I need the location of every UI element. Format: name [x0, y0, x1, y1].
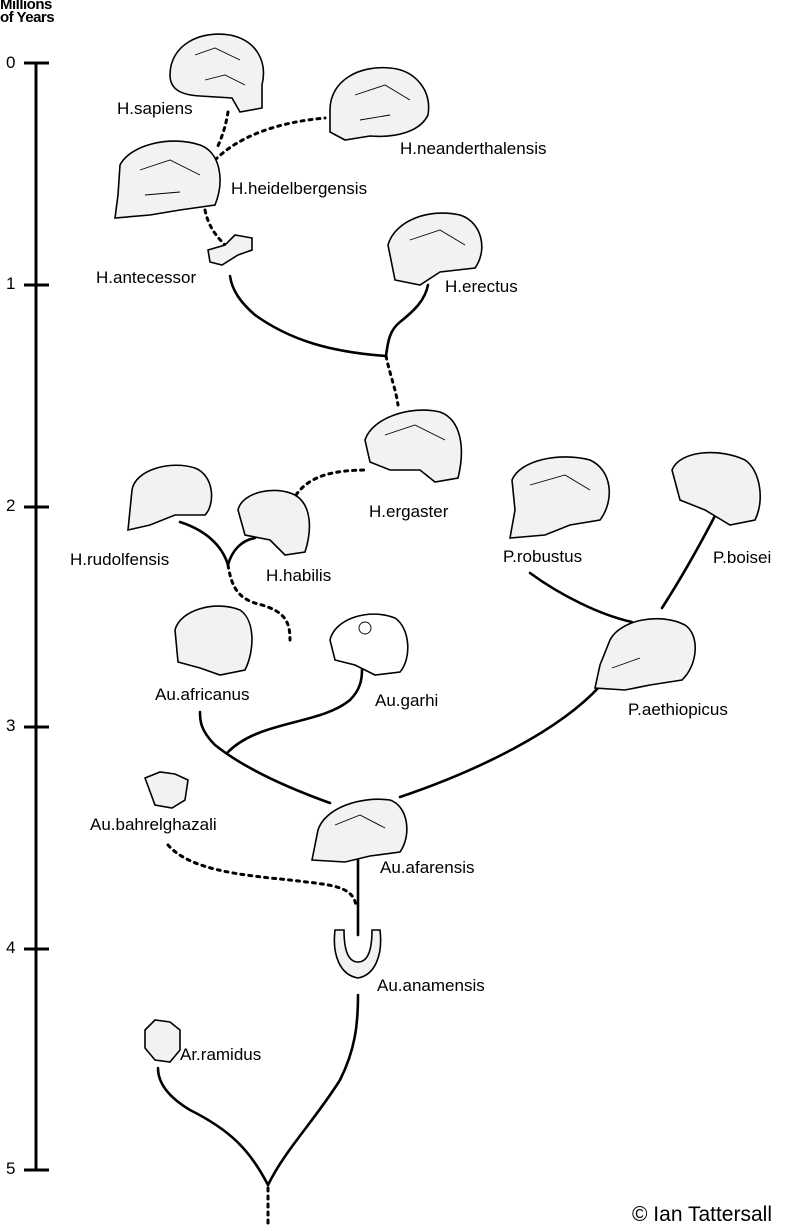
label-ar-ramidus: Ar.ramidus: [180, 1045, 262, 1064]
label-h-heidelbergensis: H.heidelbergensis: [231, 179, 368, 198]
label-p-robustus: P.robustus: [503, 547, 583, 566]
label-au-bahrelghazali: Au.bahrelghazali: [90, 815, 217, 834]
au-garhi-skull: [329, 613, 409, 676]
h-sapiens-skull: [169, 33, 265, 113]
tick-label-5: 5: [6, 1159, 16, 1178]
h-neanderthalensis-skull: [329, 66, 430, 141]
tick-label-1: 1: [6, 274, 16, 293]
label-p-aethiopicus: P.aethiopicus: [628, 700, 728, 719]
label-h-erectus: H.erectus: [445, 277, 518, 296]
h-erectus-skull: [387, 212, 483, 286]
au-bahrelghazali-fossil: [143, 771, 189, 809]
label-p-boisei: P.boisei: [713, 548, 772, 567]
label-au-africanus: Au.africanus: [155, 685, 250, 704]
label-h-antecessor: H.antecessor: [96, 268, 197, 287]
axis-title: Millions of Years: [0, 0, 55, 26]
label-au-afarensis: Au.afarensis: [380, 858, 475, 877]
p-boisei-skull: [671, 451, 761, 526]
tick-label-0: 0: [6, 53, 16, 72]
ar-ramidus-fossil: [144, 1019, 181, 1063]
h-ergaster-skull: [364, 409, 463, 483]
au-anamensis-fossil: [333, 929, 382, 979]
solid-lineages: [156, 274, 720, 1187]
dotted-lineages: [166, 110, 400, 1230]
axis-title-line1: Millions: [0, 0, 52, 13]
p-aethiopicus-skull: [594, 617, 696, 691]
tick-label-3: 3: [6, 716, 16, 735]
label-au-garhi: Au.garhi: [375, 691, 439, 710]
copyright-notice: © Ian Tattersall: [632, 1203, 772, 1226]
au-africanus-skull: [174, 605, 253, 676]
tick-label-2: 2: [6, 496, 16, 515]
label-h-neanderthalensis: H.neanderthalensis: [400, 139, 547, 158]
p-robustus-skull: [509, 456, 611, 539]
label-h-rudolfensis: H.rudolfensis: [70, 550, 170, 569]
h-habilis-skull: [237, 489, 311, 556]
label-h-habilis: H.habilis: [266, 566, 332, 585]
h-rudolfensis-skull: [127, 464, 213, 532]
label-au-anamensis: Au.anamensis: [377, 976, 485, 995]
label-h-ergaster: H.ergaster: [369, 502, 449, 521]
tick-label-4: 4: [6, 938, 16, 957]
axis-title-line2: of Years: [0, 9, 55, 26]
axis-ticks: [24, 61, 49, 1172]
h-heidelbergensis-skull: [114, 140, 221, 219]
au-afarensis-skull: [311, 798, 408, 863]
h-antecessor-fossil: [207, 234, 253, 266]
label-h-sapiens: H.sapiens: [117, 99, 193, 118]
